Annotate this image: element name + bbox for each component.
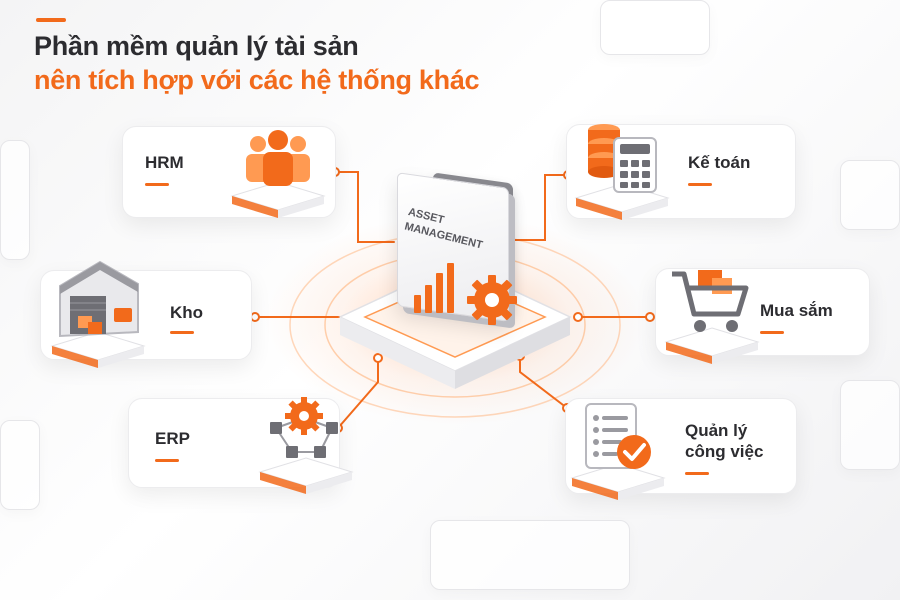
page-title: Phần mềm quản lý tài sản nên tích hợp vớ… bbox=[34, 30, 480, 98]
cong-viec-pedestal bbox=[570, 463, 666, 500]
gear-network-icon bbox=[270, 397, 338, 458]
node-mua-sam bbox=[655, 268, 870, 356]
node-kho-dash bbox=[170, 331, 194, 334]
node-mua-sam-dash bbox=[760, 331, 784, 334]
node-quan-ly-cong-viec-dash bbox=[685, 472, 709, 475]
link-dot bbox=[250, 312, 260, 322]
link-ke-toan bbox=[511, 174, 569, 241]
background-tile bbox=[430, 520, 630, 590]
title-line-1: Phần mềm quản lý tài sản bbox=[34, 31, 359, 61]
node-erp-dash bbox=[155, 459, 179, 462]
warehouse-icon bbox=[59, 260, 139, 338]
node-hrm-label: HRM bbox=[145, 153, 184, 172]
gear-icon bbox=[467, 275, 517, 325]
bar-chart-icon bbox=[414, 263, 454, 313]
background-tile bbox=[840, 160, 900, 230]
node-mua-sam-label: Mua sắm bbox=[760, 301, 833, 320]
node-quan-ly-cong-viec-label: Quản lý công việc bbox=[685, 421, 764, 462]
link-dot bbox=[645, 312, 655, 322]
link-erp bbox=[337, 357, 379, 429]
background-tile bbox=[0, 420, 40, 510]
link-dot bbox=[373, 353, 383, 363]
task-checklist-icon bbox=[585, 403, 651, 469]
people-icon bbox=[246, 130, 310, 186]
erp-pedestal bbox=[258, 457, 354, 494]
node-erp-label: ERP bbox=[155, 429, 190, 448]
mua-sam-pedestal bbox=[664, 327, 760, 364]
kho-pedestal bbox=[50, 331, 146, 368]
node-kho-label: Kho bbox=[170, 303, 204, 322]
title-accent-bar bbox=[36, 18, 66, 22]
title-line-2: nên tích hợp với các hệ thống khác bbox=[34, 64, 480, 95]
node-ke-toan-dash bbox=[688, 183, 712, 186]
background-tile bbox=[600, 0, 710, 55]
background-tile bbox=[0, 140, 30, 260]
hrm-pedestal bbox=[230, 181, 326, 218]
shopping-cart-icon bbox=[672, 270, 749, 332]
hub-icons bbox=[414, 263, 517, 325]
link-hrm bbox=[334, 171, 395, 243]
link-dot bbox=[573, 312, 583, 322]
link-cong-viec bbox=[519, 355, 568, 409]
node-ke-toan-label: Kế toán bbox=[688, 153, 751, 172]
database-calculator-icon bbox=[588, 124, 657, 193]
node-hrm-dash bbox=[145, 183, 169, 186]
